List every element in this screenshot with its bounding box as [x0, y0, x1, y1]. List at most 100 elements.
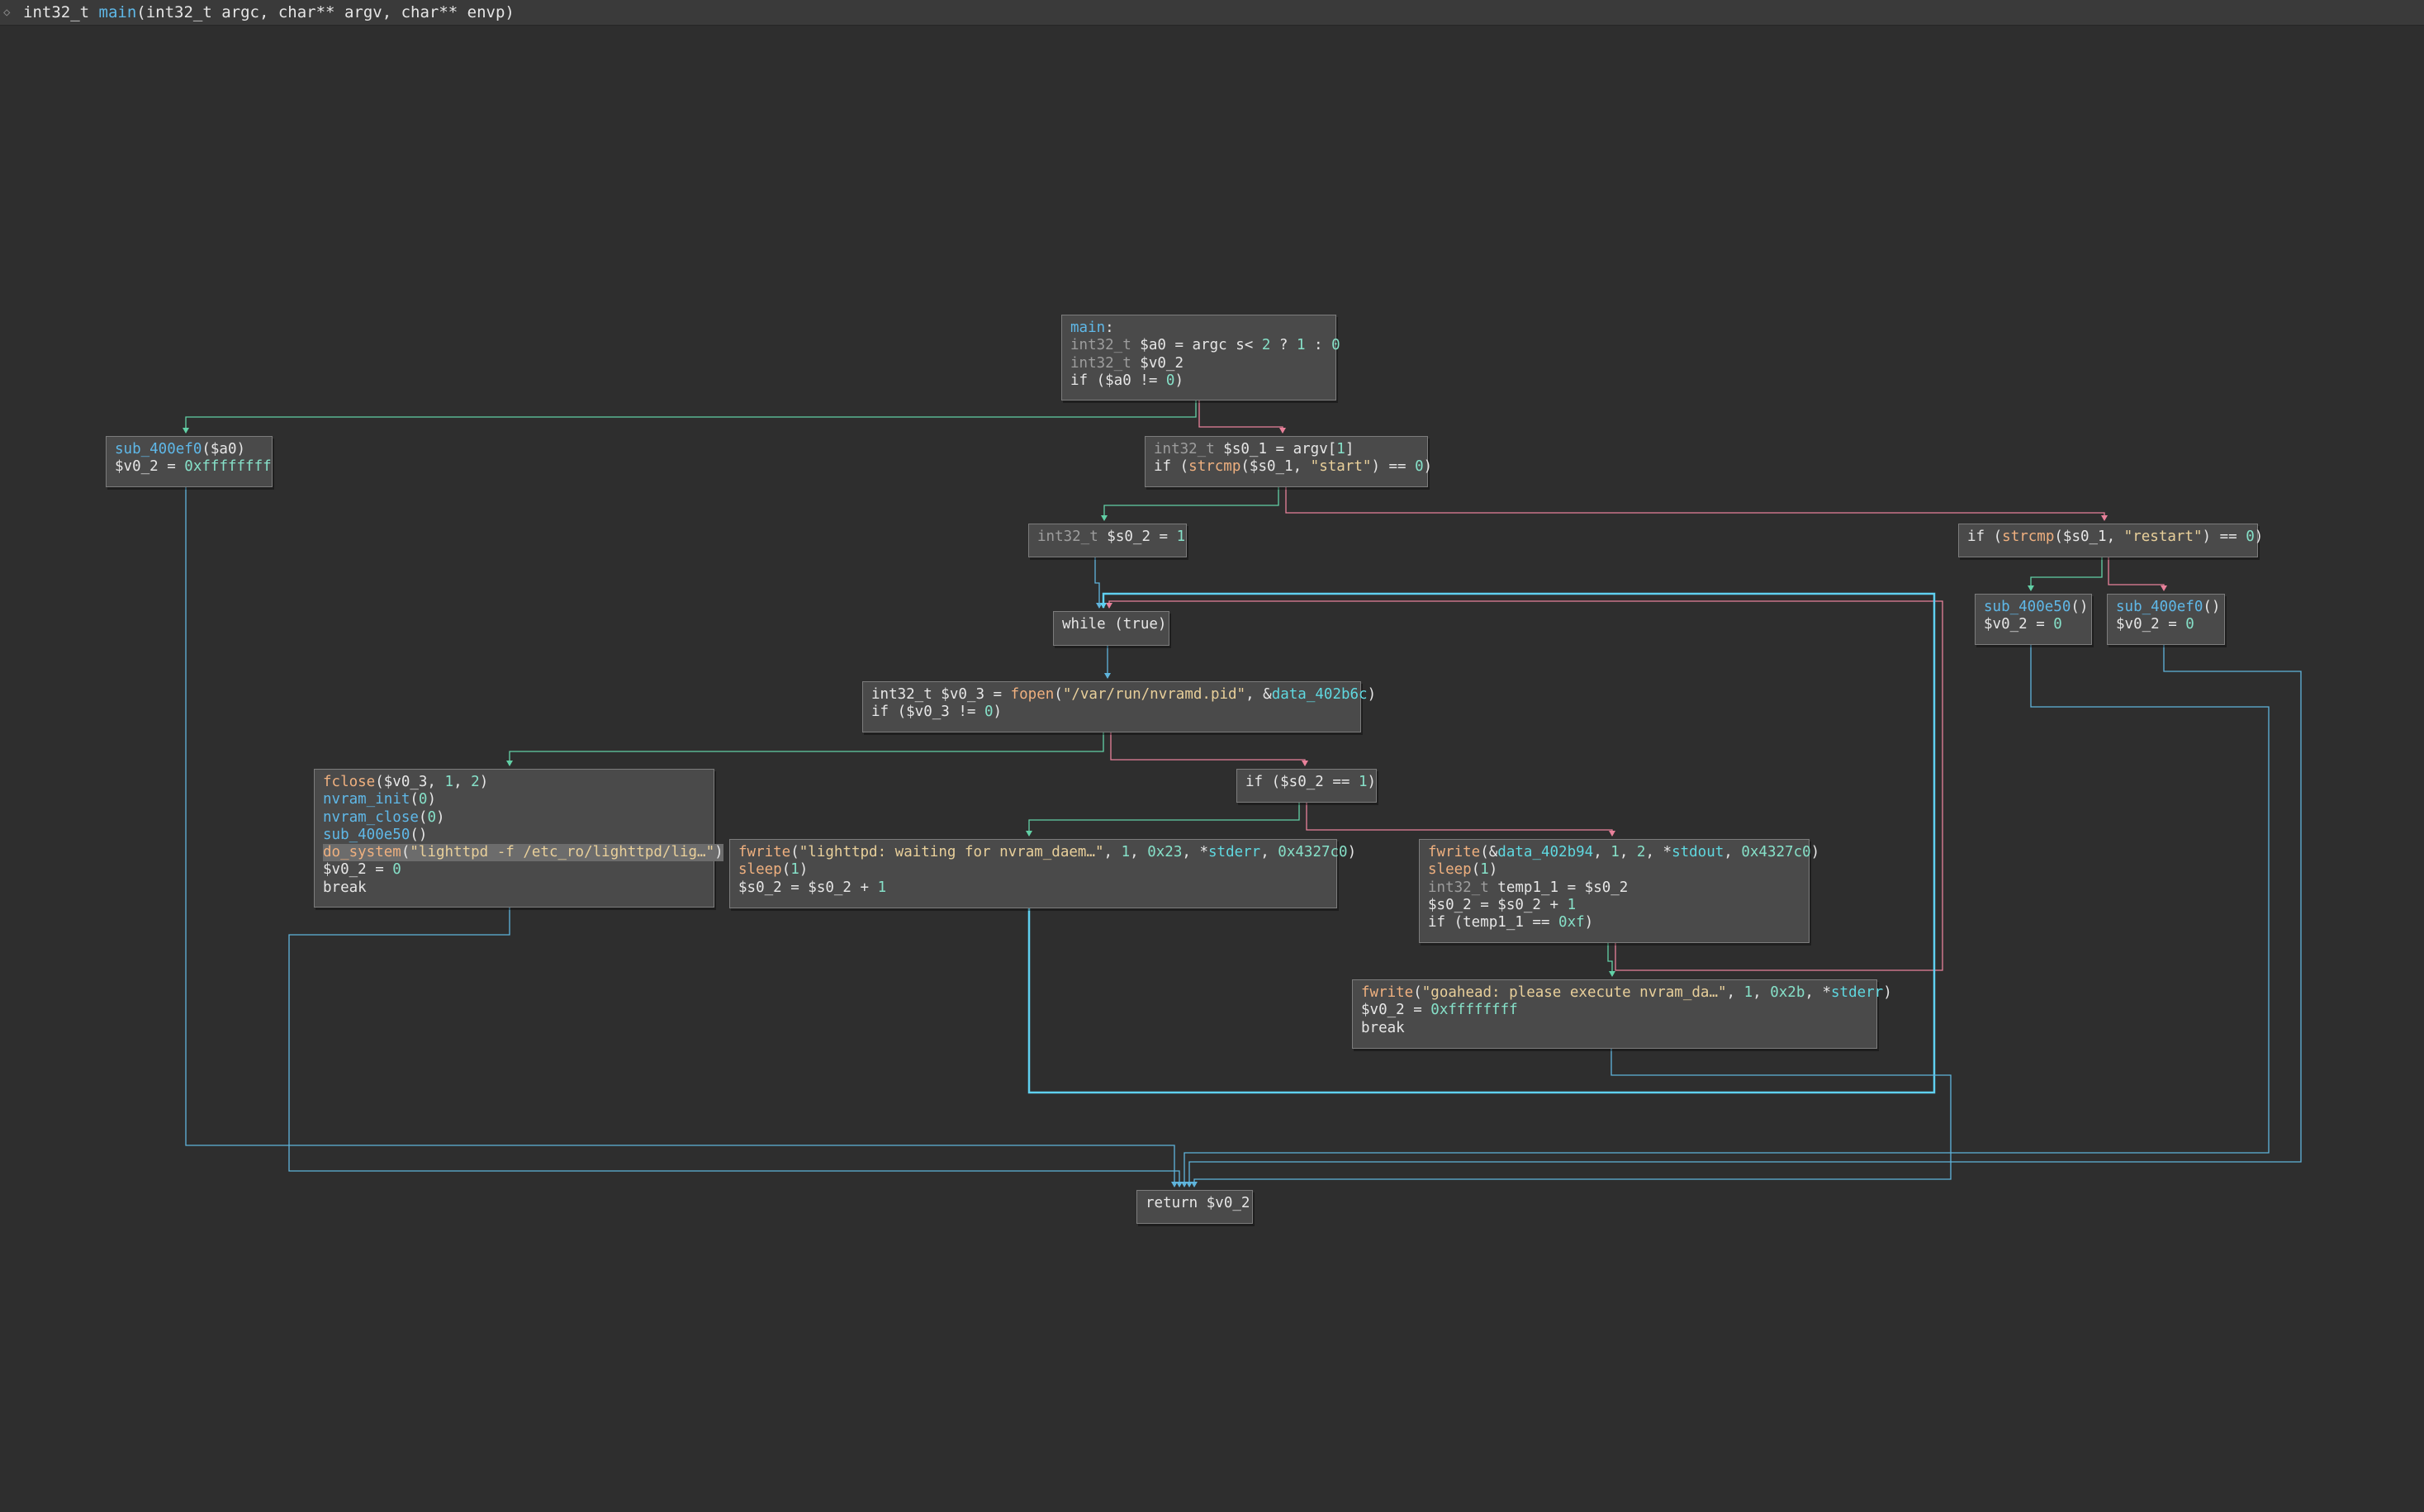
edge-true	[1028, 803, 1300, 836]
edge-arrowhead	[1186, 1182, 1193, 1187]
code-token-txt: )	[479, 774, 489, 790]
code-token-func[interactable]: main	[98, 3, 137, 21]
code-token-txt: ,	[1619, 844, 1637, 860]
code-token-txt: $s0_1 = argv[	[1223, 441, 1337, 457]
block-progress-msg[interactable]: fwrite(&data_402b94, 1, 2, *stdout, 0x43…	[1419, 839, 1819, 943]
code-token-data[interactable]: stderr	[1208, 844, 1261, 860]
code-token-txt: ,	[1130, 844, 1148, 860]
code-token-txt: (	[418, 808, 428, 826]
code-token-num: 1	[1336, 441, 1345, 457]
code-line: $v0_2 = 0	[323, 861, 706, 879]
function-signature-bar: ◇ int32_t main(int32_t argc, char** argv…	[0, 0, 2424, 26]
code-token-imp[interactable]: strcmp	[2002, 528, 2055, 545]
code-token-txt: if (temp1_1 ==	[1428, 914, 1559, 931]
code-token-txt: , &	[1245, 686, 1272, 703]
code-token-imp[interactable]: do_system	[323, 844, 401, 861]
code-token-txt: (&	[1480, 844, 1498, 860]
code-token-num: 2	[1261, 337, 1271, 354]
code-line: while (true)	[1062, 616, 1166, 633]
code-token-txt: )	[1883, 984, 1892, 1001]
edge-false	[1285, 487, 2105, 520]
code-token-imp[interactable]: fwrite	[1361, 984, 1414, 1001]
edge-unconditional	[185, 487, 1175, 1187]
code-token-num: 0	[2246, 528, 2255, 545]
code-token-txt: int32_t	[23, 3, 99, 21]
edge-true	[509, 732, 1104, 765]
code-line: fclose($v0_3, 1, 2)	[323, 774, 706, 791]
edge-arrowhead	[2161, 585, 2167, 591]
edge-arrowhead	[1026, 831, 1032, 837]
code-token-num: 0	[1331, 337, 1340, 354]
code-token-txt: ) ==	[1371, 458, 1416, 476]
block-timeout[interactable]: fwrite("goahead: please execute nvram_da…	[1352, 979, 1892, 1049]
code-token-txt: , *	[1182, 844, 1208, 860]
block-pid-found[interactable]: fclose($v0_3, 1, 2)nvram_init(0)nvram_cl…	[314, 769, 723, 908]
code-line: int32_t temp1_1 = $s0_2	[1428, 879, 1801, 897]
code-token-data[interactable]: data_402b94	[1497, 844, 1594, 860]
code-token-txt: int32_t	[871, 686, 942, 703]
code-line: sub_400ef0($a0)	[115, 441, 264, 458]
code-token-txt: $v0_2	[1140, 354, 1184, 372]
code-token-imp[interactable]: strcmp	[1188, 458, 1241, 476]
edge-arrowhead	[1176, 1182, 1183, 1187]
block-check-start[interactable]: int32_t $s0_1 = argv[1]if (strcmp($s0_1,…	[1145, 436, 1432, 487]
block-loop-head[interactable]: while (true)	[1053, 611, 1169, 646]
code-token-txt: return $v0_2	[1146, 1195, 1250, 1211]
code-line: int32_t $v0_2	[1070, 355, 1328, 372]
edge-arrowhead	[1609, 971, 1615, 977]
code-token-txt: $s0_2 = $s0_2 +	[738, 879, 878, 896]
code-token-txt: ,	[1260, 844, 1278, 860]
edge-false	[1110, 732, 1306, 765]
edge-unconditional	[1094, 557, 1100, 608]
block-check-first[interactable]: if ($s0_2 == 1)	[1236, 769, 1377, 803]
code-token-imp[interactable]: fclose	[323, 774, 376, 790]
code-token-num: 1	[1480, 861, 1489, 879]
code-token-type: int32_t	[1070, 354, 1141, 372]
code-token-txt: $v0_2 =	[323, 861, 393, 879]
code-token-num: 0x2b	[1770, 984, 1805, 1001]
code-token-func[interactable]: sub_400e50	[323, 826, 410, 843]
code-token-data[interactable]: stdout	[1672, 844, 1724, 860]
code-token-imp[interactable]: fwrite	[1428, 844, 1481, 860]
code-token-type: int32_t	[1428, 879, 1498, 896]
block-check-restart[interactable]: if (strcmp($s0_1, "restart") == 0)	[1958, 524, 2263, 557]
code-token-data[interactable]: data_402b6c	[1271, 686, 1368, 703]
code-token-num: 1	[1743, 984, 1753, 1001]
edge-unconditional	[1193, 1049, 1952, 1187]
block-init-counter[interactable]: int32_t $s0_2 = 1	[1028, 524, 1187, 557]
code-token-num: 0xffffffff	[184, 458, 272, 476]
code-token-func[interactable]: main	[1070, 320, 1106, 336]
code-token-imp[interactable]: sleep	[1428, 861, 1472, 879]
block-no-args[interactable]: sub_400ef0($a0)$v0_2 = 0xffffffff	[106, 436, 273, 487]
code-token-imp[interactable]: fwrite	[738, 844, 791, 860]
block-open-pid[interactable]: int32_t $v0_3 = fopen("/var/run/nvramd.p…	[862, 681, 1376, 732]
code-token-func[interactable]: sub_400ef0	[2116, 599, 2203, 615]
code-token-data[interactable]: stderr	[1831, 984, 1884, 1001]
code-token-num: 0	[418, 791, 428, 808]
code-token-func[interactable]: nvram_init	[323, 791, 410, 808]
code-token-txt: ,	[453, 774, 472, 790]
function-icon: ◇	[3, 6, 11, 19]
code-token-func[interactable]: sub_400ef0	[115, 441, 202, 457]
code-token-txt: )	[427, 791, 436, 808]
code-token-txt: )	[714, 844, 723, 861]
block-wait-msg[interactable]: fwrite("lighttpd: waiting for nvram_daem…	[729, 839, 1356, 908]
code-token-txt: (	[1413, 984, 1422, 1001]
code-token-num: 0xf	[1558, 914, 1585, 931]
code-token-num: 0	[2053, 616, 2062, 633]
block-restart-true[interactable]: sub_400e50()$v0_2 = 0	[1975, 594, 2092, 645]
block-restart-false[interactable]: sub_400ef0()$v0_2 = 0	[2107, 594, 2225, 645]
code-token-imp[interactable]: sleep	[738, 861, 782, 879]
block-exit[interactable]: return $v0_2	[1136, 1190, 1253, 1224]
code-token-txt: ?	[1270, 337, 1297, 354]
code-token-func[interactable]: nvram_close	[323, 808, 419, 826]
code-token-imp[interactable]: fopen	[1010, 686, 1055, 703]
code-line: nvram_close(0)	[323, 809, 706, 827]
code-token-num: 0	[392, 861, 401, 879]
edge-false	[1306, 803, 1613, 836]
code-token-func[interactable]: sub_400e50	[1984, 599, 2071, 615]
code-line: main:	[1070, 320, 1328, 337]
code-token-num: 1	[1610, 844, 1620, 860]
code-token-txt: ()	[2203, 599, 2221, 615]
